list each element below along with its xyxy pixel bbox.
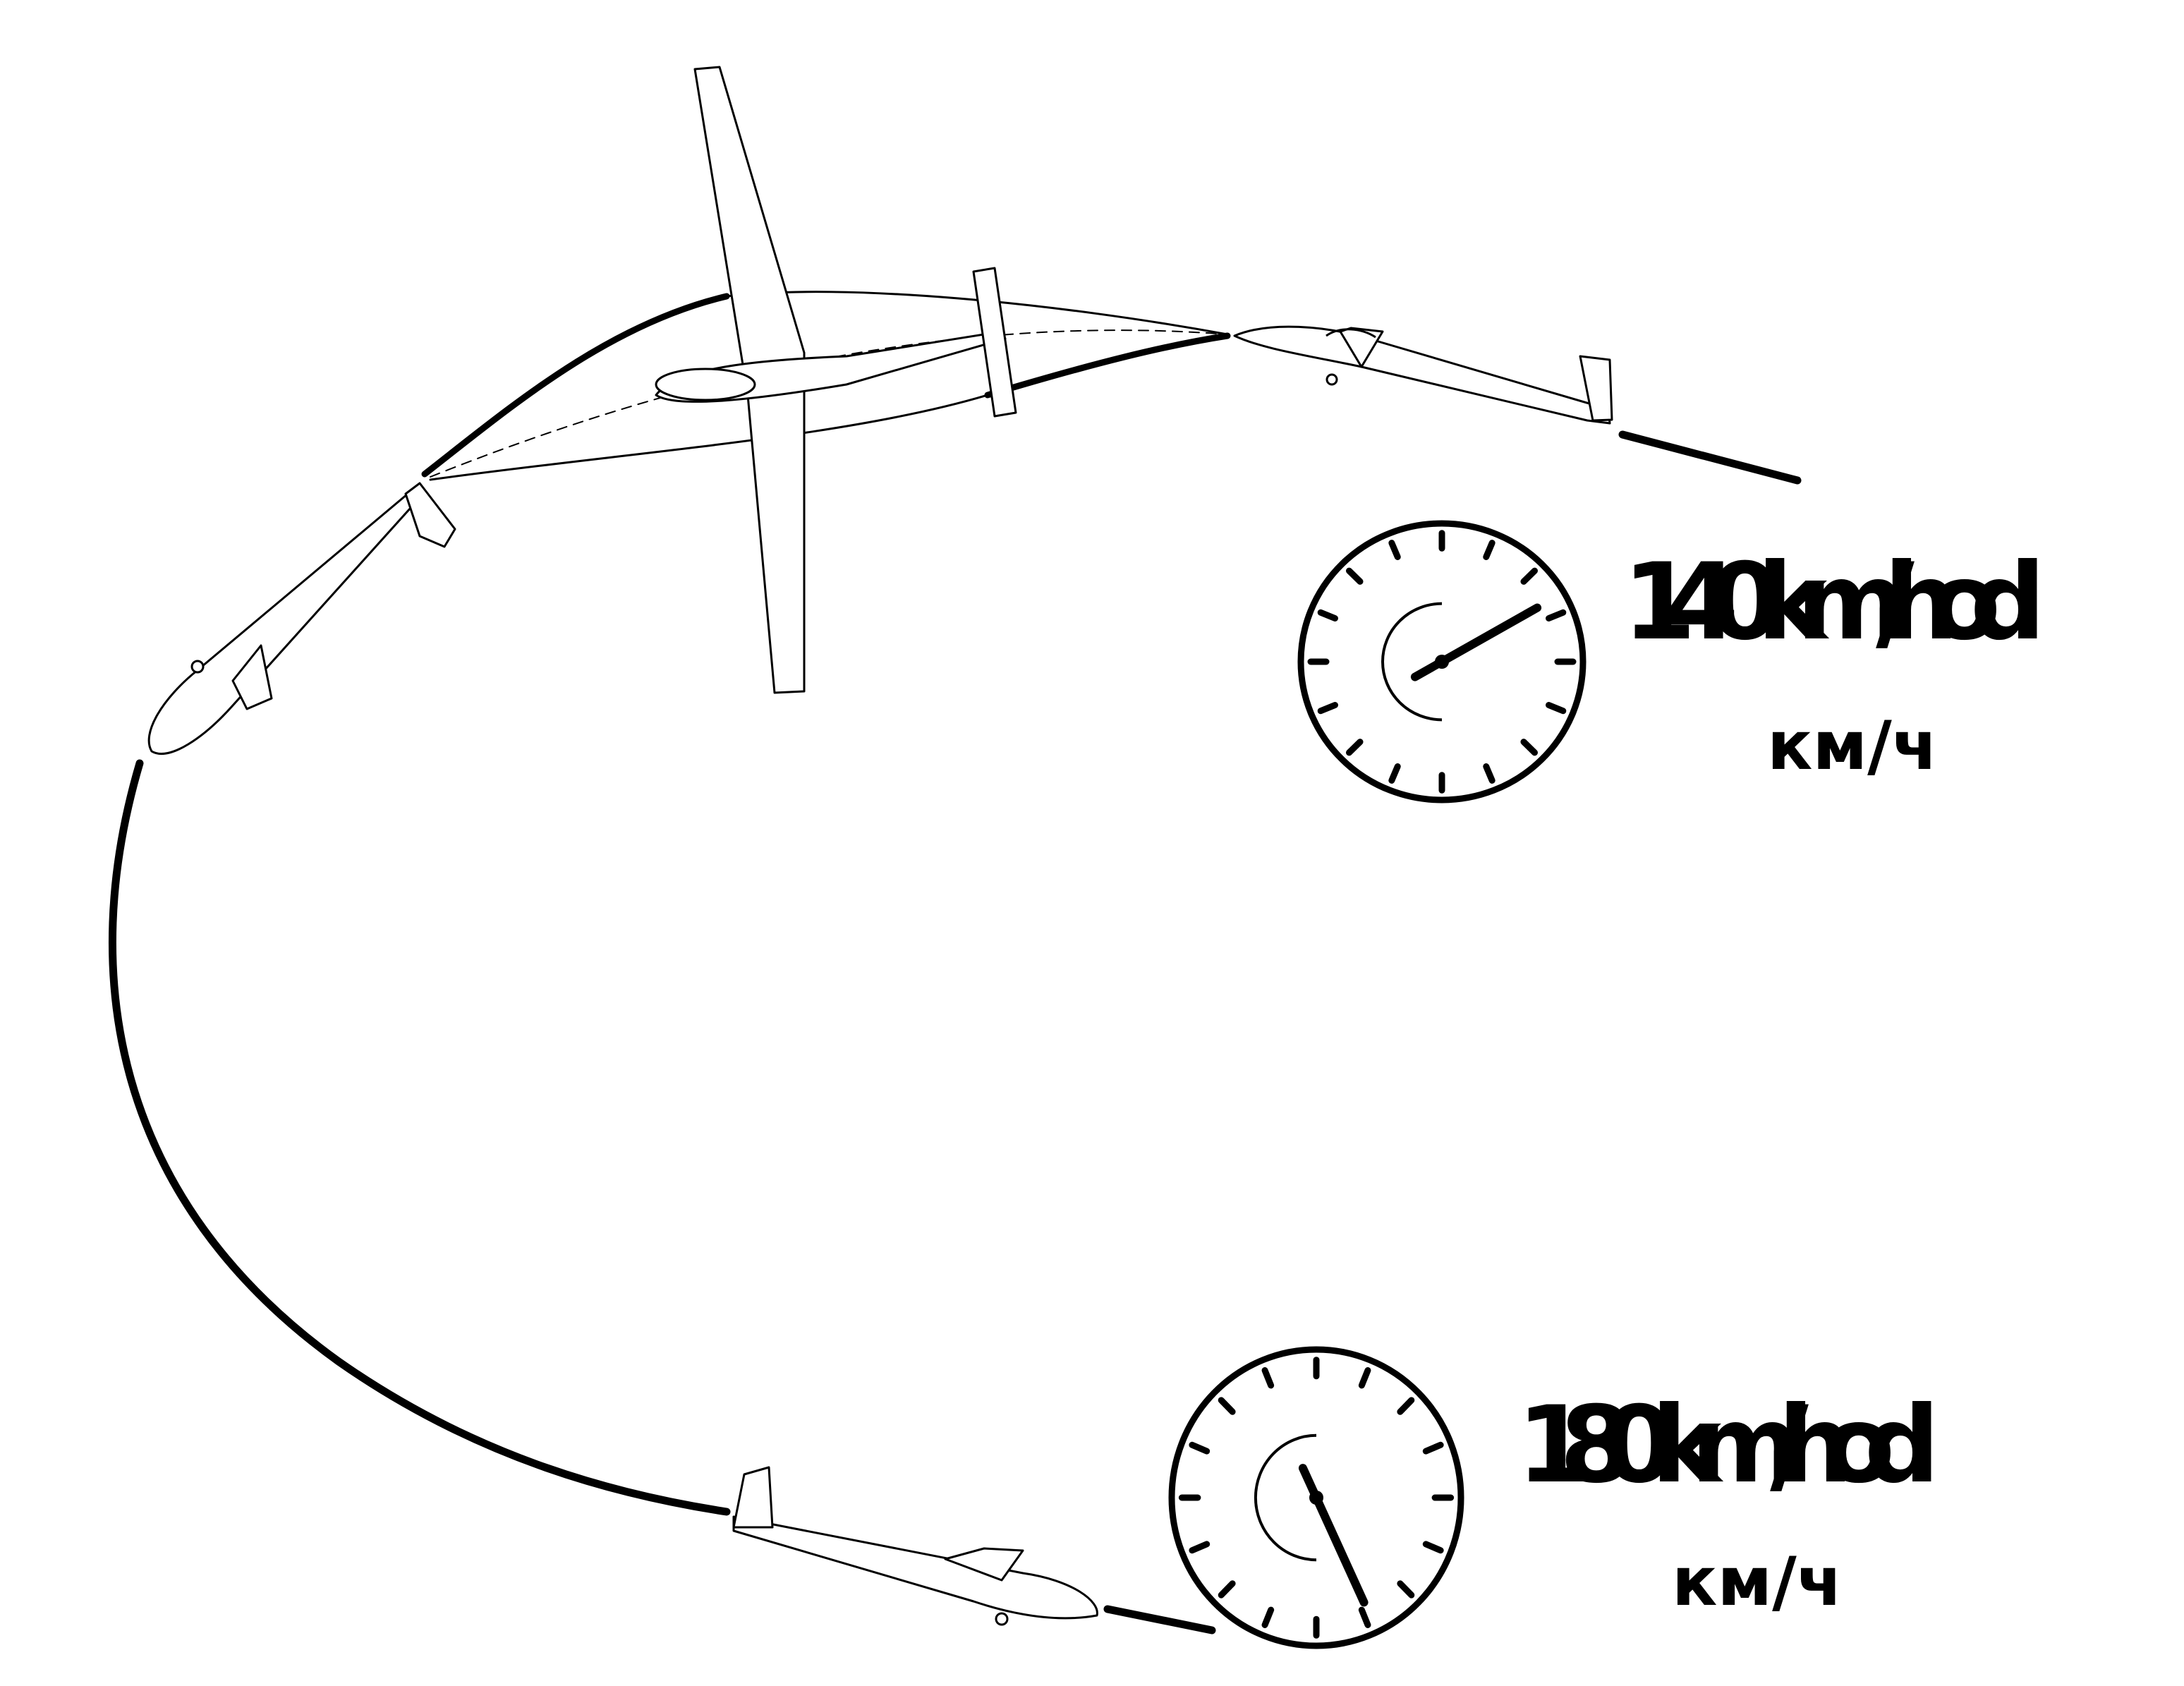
- gauge-tick: [1483, 763, 1496, 784]
- lower-speed-label: 180 km/hod: [1517, 1384, 1940, 1507]
- gauge-tick: [1345, 739, 1364, 756]
- gauge-tick: [1520, 567, 1539, 585]
- gauge-tick: [1317, 609, 1338, 621]
- flight-path-entry-tail: [1618, 430, 1802, 485]
- gauge-tick: [1520, 739, 1539, 756]
- gauge-tick: [1189, 1441, 1211, 1455]
- gauge-needle: [1410, 603, 1542, 681]
- gauge-tick: [1422, 1441, 1444, 1455]
- glider-climbing: [147, 482, 456, 756]
- flight-path-roll-lower-thick: [984, 332, 1231, 399]
- flight-path-upper-arc-thick: [421, 293, 730, 478]
- gauge-inner-scale: [1254, 1433, 1317, 1562]
- gauge-tick: [1483, 540, 1496, 561]
- gauge-tick: [1397, 1397, 1415, 1415]
- gauge-tick: [1388, 540, 1401, 561]
- gauge-tick: [1261, 1367, 1275, 1389]
- gauge-tick: [1546, 609, 1567, 621]
- glider-inverted-top: [655, 66, 1017, 694]
- flight-path-lower-arc: [108, 759, 731, 1516]
- upper-speed-label: 140 km/hod: [1622, 541, 2046, 664]
- airspeed-gauge-upper: [1297, 520, 1587, 803]
- gauge-needle: [1298, 1464, 1369, 1607]
- gauge-tick: [1422, 1541, 1444, 1554]
- gauge-tick: [1317, 702, 1338, 715]
- gauge-hub: [1435, 655, 1449, 669]
- gauge-tick: [1261, 1606, 1275, 1628]
- gauge-tick: [1345, 567, 1364, 585]
- gauge-tick: [1189, 1541, 1211, 1554]
- gauge-tick: [1358, 1606, 1371, 1628]
- gauge-tick: [1546, 702, 1567, 715]
- gauge-tick: [1218, 1580, 1236, 1599]
- gauge-tick: [1388, 763, 1401, 784]
- airspeed-gauge-lower: [1168, 1346, 1464, 1649]
- gauge-tick: [1358, 1367, 1371, 1389]
- lower-speed-sublabel: км/ч: [1672, 1544, 1843, 1621]
- glider-exit: [732, 1466, 1098, 1626]
- flight-path-exit-tail: [1103, 1605, 1216, 1635]
- glider-entry: [1233, 325, 1613, 425]
- gauge-tick: [1397, 1580, 1415, 1599]
- gauge-hub: [1309, 1491, 1323, 1505]
- flight-path-roll-dashed: [430, 329, 1228, 478]
- upper-speed-sublabel: км/ч: [1767, 708, 1938, 785]
- gauge-tick: [1218, 1397, 1236, 1415]
- gauge-inner-scale: [1381, 602, 1443, 722]
